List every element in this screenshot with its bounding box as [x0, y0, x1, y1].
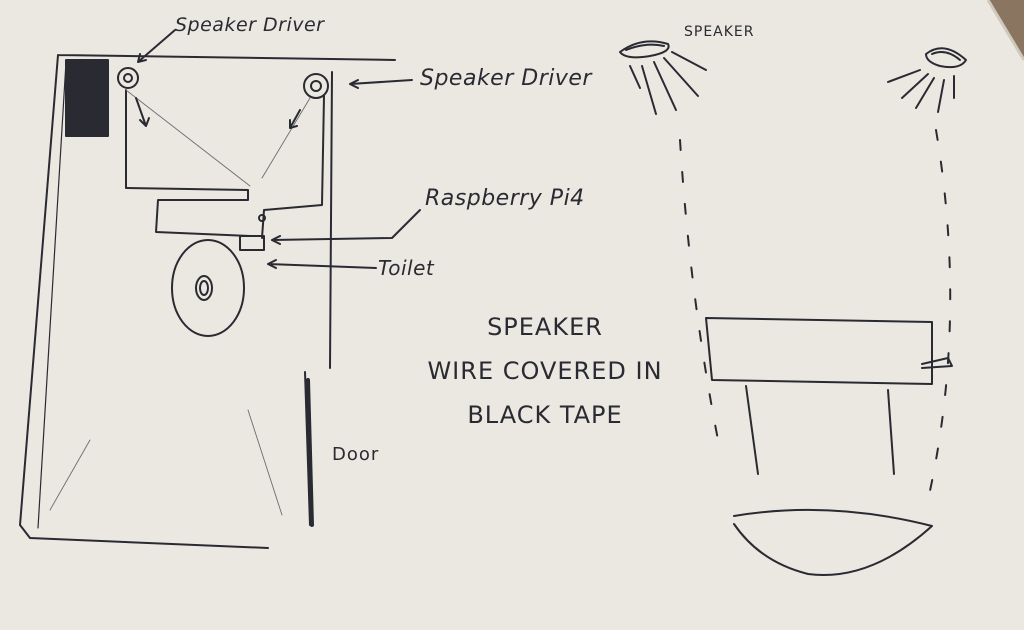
label-toilet: Toilet — [378, 256, 435, 280]
arrow-left-driver — [135, 97, 150, 127]
speaker-driver-left-core — [123, 73, 133, 83]
wire-note-line-2: WIRE COVERED IN — [427, 357, 663, 385]
dashed-wire-right — [927, 129, 952, 501]
speaker-driver-right-core — [310, 80, 322, 92]
sound-lines-left — [629, 51, 707, 115]
raspberry-pi-box — [239, 235, 265, 251]
toilet-seat — [171, 239, 245, 337]
toilet-legs — [745, 385, 895, 475]
wire-note: SPEAKER WIRE COVERED IN BLACK TAPE — [415, 305, 675, 437]
toilet-drain — [195, 275, 213, 301]
heater-block — [65, 59, 109, 137]
wire-note-line-3: BLACK TAPE — [467, 401, 623, 429]
sound-lines-right — [887, 69, 955, 113]
toilet-flush-handle — [921, 357, 953, 369]
label-speaker-driver-top: Speaker Driver — [175, 14, 325, 36]
wire-junction — [258, 214, 266, 222]
speaker-wire-right — [261, 95, 325, 239]
arrow-raspberry-pi — [271, 209, 421, 245]
arrow-right-driver — [289, 109, 301, 129]
label-door: Door — [332, 444, 380, 465]
speaker-driver-right-icon — [303, 73, 329, 99]
light-cone-lines — [49, 89, 311, 516]
arrow-toilet — [267, 259, 377, 269]
label-raspberry-pi: Raspberry Pi4 — [425, 186, 585, 211]
label-speaker-side: SPEAKER — [684, 24, 755, 40]
wire-note-line-1: SPEAKER — [487, 313, 603, 341]
ceiling-speaker-right — [925, 47, 967, 69]
door-line — [306, 378, 314, 527]
ceiling-speaker-left — [619, 40, 670, 59]
speaker-wire-left — [125, 89, 251, 237]
ceiling-speaker-left-rim — [625, 43, 665, 51]
page-edge — [986, 0, 1024, 61]
toilet-drain-inner — [199, 280, 209, 296]
arrow-speaker-right — [349, 79, 413, 89]
room-walls — [19, 54, 396, 549]
ceiling-speaker-right-rim — [931, 51, 961, 61]
room-inner-wall — [37, 61, 67, 529]
toilet-cistern — [705, 317, 933, 385]
speaker-driver-left-icon — [117, 67, 139, 89]
arrow-speaker-top — [137, 29, 176, 63]
dashed-wire-left — [679, 139, 721, 451]
label-speaker-driver-right: Speaker Driver — [420, 66, 592, 91]
toilet-bowl — [733, 508, 933, 576]
